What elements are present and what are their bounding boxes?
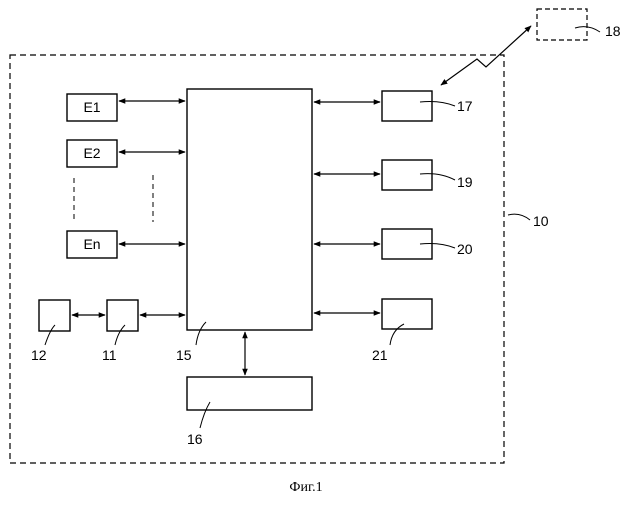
leader-21 <box>390 324 404 345</box>
ref-18: 18 <box>605 23 621 39</box>
leader-16 <box>200 402 210 428</box>
block-19 <box>382 160 432 190</box>
block-e1-label: E1 <box>83 99 100 115</box>
leader-10 <box>508 214 530 220</box>
leader-19 <box>420 174 455 180</box>
leader-12 <box>45 325 55 345</box>
ref-20: 20 <box>457 241 473 257</box>
leader-20 <box>420 244 455 249</box>
ref-16: 16 <box>187 431 203 447</box>
ref-21: 21 <box>372 347 388 363</box>
figure-caption: Фиг.1 <box>289 480 322 495</box>
leader-11 <box>115 325 125 345</box>
block-en-label: En <box>83 236 100 252</box>
ref-15: 15 <box>176 347 192 363</box>
block-17 <box>382 91 432 121</box>
ref-10: 10 <box>533 213 549 229</box>
memory-box <box>187 377 312 410</box>
block-12 <box>39 300 70 331</box>
leader-15 <box>196 322 206 345</box>
ref-19: 19 <box>457 174 473 190</box>
block-11 <box>107 300 138 331</box>
ref-12: 12 <box>31 347 47 363</box>
block-e2-label: E2 <box>83 145 100 161</box>
central-processor-box <box>187 89 312 330</box>
ref-11: 11 <box>102 347 117 363</box>
ref-17: 17 <box>457 98 473 114</box>
block-21 <box>382 299 432 329</box>
remote-unit-box <box>537 9 587 40</box>
leader-17 <box>420 102 455 107</box>
